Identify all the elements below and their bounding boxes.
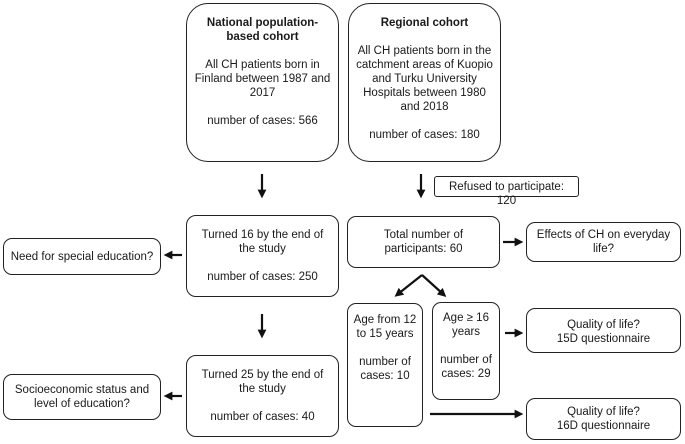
total-participants-box: Total number of participants: 60 [347, 216, 500, 268]
turned16-cases: number of cases: 250 [207, 271, 318, 283]
age12-cases: number of cases: 10 [359, 356, 411, 382]
refused-text: Refused to participate: 120 [448, 181, 565, 207]
effects-box: Effects of CH on everyday life? [526, 222, 681, 262]
refused-box: Refused to participate: 120 [434, 176, 579, 207]
quality-of-life-15d-box: Quality of life? 15D questionnaire [526, 308, 681, 353]
socioeconomic-box: Socioeconomic status and level of educat… [3, 374, 161, 420]
national-cohort-cases: number of cases: 566 [207, 115, 318, 127]
arrow-total-to-age16 [421, 274, 447, 297]
arrow-total-to-age12 [394, 274, 423, 297]
regional-cohort-box: Regional cohort All CH patients born in … [348, 3, 501, 162]
turned16-box: Turned 16 by the end of the study number… [186, 215, 339, 297]
age16-cases: number of cases: 29 [440, 354, 492, 380]
age12-box: Age from 12 to 15 years number of cases:… [347, 303, 423, 427]
total-participants-text: Total number of participants: 60 [383, 229, 464, 255]
special-education-box: Need for special education? [3, 238, 161, 275]
quality-of-life-15d-subtitle: 15D questionnaire [556, 333, 651, 345]
quality-of-life-16d-title: Quality of life? [567, 406, 640, 418]
quality-of-life-16d-subtitle: 16D questionnaire [556, 420, 651, 432]
national-cohort-title: National population-based cohort [206, 17, 319, 43]
effects-text: Effects of CH on everyday life? [536, 229, 671, 255]
age16-box: Age ≥ 16 years number of cases: 29 [432, 302, 500, 400]
national-cohort-box: National population-based cohort All CH … [186, 3, 339, 162]
special-education-text: Need for special education? [10, 251, 154, 263]
turned25-cases: number of cases: 40 [210, 411, 315, 423]
regional-cohort-cases: number of cases: 180 [369, 129, 480, 141]
age16-description: Age ≥ 16 years [443, 312, 489, 338]
socioeconomic-text: Socioeconomic status and level of educat… [14, 384, 150, 410]
turned25-description: Turned 25 by the end of the study [201, 369, 324, 395]
turned25-box: Turned 25 by the end of the study number… [186, 355, 339, 437]
regional-cohort-title: Regional cohort [380, 17, 469, 29]
national-cohort-description: All CH patients born in Finland between … [194, 59, 331, 99]
age12-description: Age from 12 to 15 years [353, 314, 417, 340]
regional-cohort-description: All CH patients born in the catchment ar… [356, 45, 493, 113]
turned16-description: Turned 16 by the end of the study [201, 229, 324, 255]
quality-of-life-15d-title: Quality of life? [567, 319, 640, 331]
quality-of-life-16d-box: Quality of life? 16D questionnaire [526, 398, 681, 440]
